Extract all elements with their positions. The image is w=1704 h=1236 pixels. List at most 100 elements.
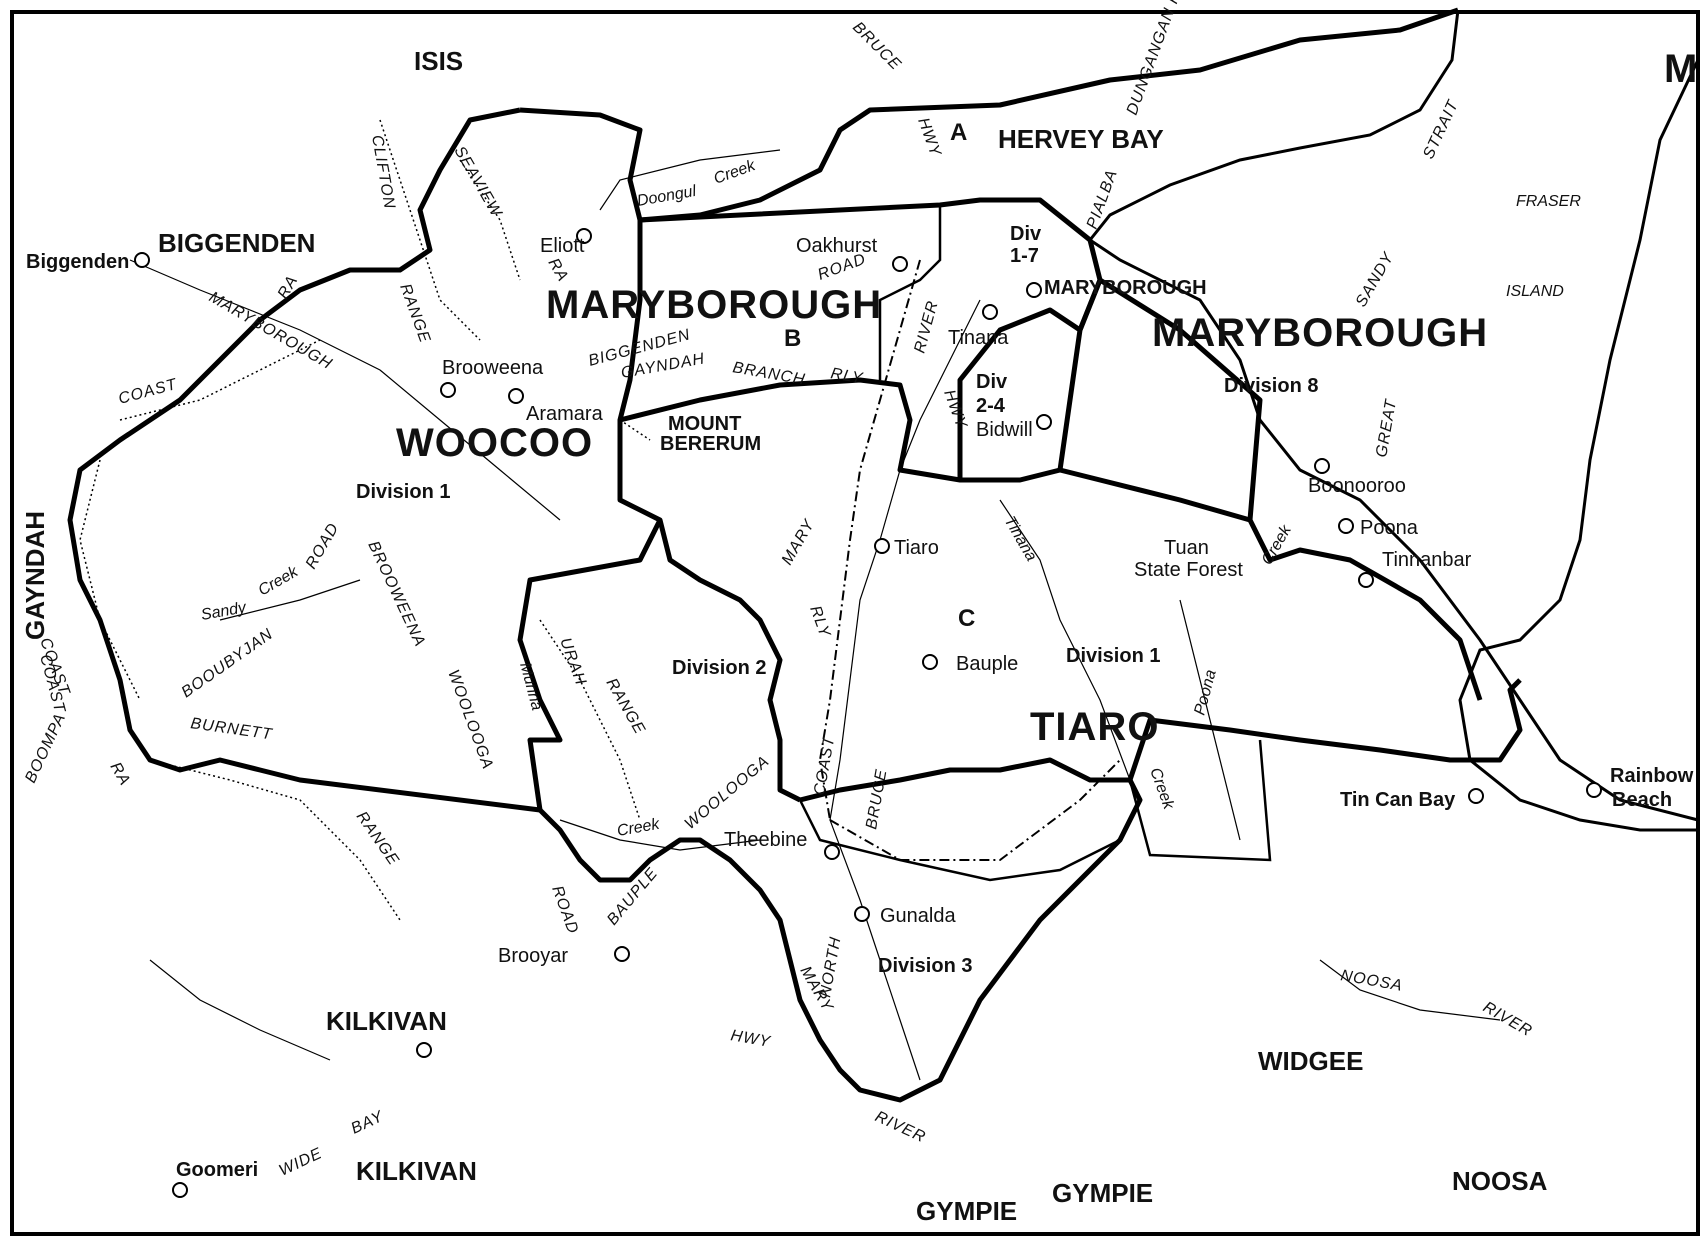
transport-routes (818, 259, 1121, 861)
feature-range-1: RANGE (396, 282, 433, 346)
town-label-poona: Poona (1360, 517, 1419, 539)
feature-hwy-b: HWY (940, 388, 970, 432)
town-marker-brooweena (440, 382, 456, 398)
town-marker-kilkivan (416, 1042, 432, 1058)
division-label-2: Division 2 (672, 657, 766, 679)
feature-poona-ck: Poona (1191, 668, 1219, 717)
feature-sandy-str: SANDY (1353, 249, 1398, 310)
division-label-tiaro-1: Division 1 (1066, 645, 1160, 667)
feature-rly-2: RLY (806, 604, 833, 641)
feature-boompa: BOOMPA (22, 710, 69, 785)
town-marker-maryborough (1026, 282, 1042, 298)
town-label-maryborough: MARYBOROUGH (1044, 277, 1207, 299)
town-label-tiaro: Tiaro (894, 537, 939, 559)
division-boundaries (798, 205, 1272, 882)
feature-range-2: RANGE (603, 676, 649, 738)
town-markers (134, 228, 1602, 1198)
town-marker-tin-can-bay (1468, 788, 1484, 804)
lga-label-hervey-bay: HERVEY BAY (998, 124, 1164, 154)
waterways (129, 149, 1501, 1081)
feature-tuan-a: Tuan (1164, 537, 1209, 559)
feature-river-1: RIVER (911, 299, 941, 355)
area-letter-b: B (784, 325, 801, 352)
town-marker-bidwill (1036, 414, 1052, 430)
division-label-3: Division 3 (878, 955, 972, 977)
town-label-tinana: Tinana (948, 327, 1009, 349)
town-marker-aramara (508, 388, 524, 404)
division-label-8: Division 8 (1224, 375, 1318, 397)
town-label-aramara: Aramara (526, 403, 604, 425)
town-label-boonooroo: Boonooroo (1308, 475, 1406, 497)
feature-creek-2: Creek (256, 563, 302, 600)
lga-label-biggenden: BIGGENDEN (158, 228, 315, 258)
feature-woolooga-1: WOOLOOGA (444, 668, 496, 772)
town-label-bauple: Bauple (956, 653, 1018, 675)
town-label-theebine: Theebine (724, 829, 807, 851)
town-marker-biggenden (134, 252, 150, 268)
feature-sandy-creek: Sandy (200, 599, 249, 624)
lga-label-noosa: NOOSA (1452, 1166, 1548, 1196)
feature-ra-3: RA (107, 760, 134, 789)
feature-burnett: BURNETT (189, 715, 273, 743)
lga-label-maryborough-east: MARYBOROUGH (1152, 311, 1488, 355)
lga-label-maryborough-west: MARYBOROUGH (546, 283, 882, 327)
lga-label-widgee: WIDGEE (1258, 1046, 1363, 1076)
feature-bruce-2: BRUCE (863, 768, 890, 831)
area-letter-c: C (958, 605, 975, 632)
fraser-island-coast (1458, 59, 1700, 832)
feature-coast-3: COAST (811, 734, 838, 796)
feature-wide: WIDE (277, 1145, 326, 1180)
feature-coast-1: COAST (117, 376, 180, 408)
feature-creek-3: Creek (616, 816, 662, 840)
mountain-ranges (79, 119, 651, 921)
town-marker-goomeri (172, 1182, 188, 1198)
town-label-oakhurst: Oakhurst (796, 235, 878, 257)
town-marker-tinana (982, 304, 998, 320)
town-label-rainbow-a: Rainbow (1610, 765, 1694, 787)
town-label-brooweena: Brooweena (442, 357, 544, 379)
feature-bay: BAY (349, 1108, 387, 1138)
lga-label-kilkivan-1: KILKIVAN (326, 1006, 447, 1036)
town-label-brooyar: Brooyar (498, 945, 568, 967)
feature-woolooga-2: WOOLOOGA (682, 753, 773, 833)
town-label-bidwill: Bidwill (976, 419, 1033, 441)
feature-ra-1: RA (545, 256, 572, 285)
division-label-woocoo-1: Division 1 (356, 481, 450, 503)
feature-strait: STRAIT (1420, 97, 1462, 161)
feature-ra-2: RA (275, 273, 302, 302)
feature-great: GREAT (1373, 397, 1400, 458)
town-label-biggenden: Biggenden (26, 251, 129, 273)
feature-noosa-r: NOOSA (1339, 967, 1404, 995)
feature-branch: BRANCH (731, 359, 806, 389)
lga-label-kilkivan-2: KILKIVAN (356, 1156, 477, 1186)
town-label-tinnanbar: Tinnanbar (1382, 549, 1472, 571)
town-marker-gunalda (854, 906, 870, 922)
feature-island: ISLAND (1506, 283, 1564, 300)
feature-clifton: CLIFTON (368, 134, 398, 211)
feature-tinana-ck: Tinana (1001, 514, 1040, 565)
feature-bruce: BRUCE (849, 19, 904, 74)
town-label-gunalda: Gunalda (880, 905, 956, 927)
town-marker-oakhurst (892, 256, 908, 272)
feature-fraser: FRASER (1516, 193, 1581, 210)
coastline (1087, 9, 1699, 822)
feature-seaview: SEAVIEW (451, 144, 506, 222)
feature-boobyjan: BOOUBYJAN (179, 626, 277, 702)
town-marker-rainbow-beach (1586, 782, 1602, 798)
town-label-tin-can-bay: Tin Can Bay (1340, 789, 1456, 811)
feature-hwy-a: HWY (914, 116, 944, 160)
town-marker-tiaro (874, 538, 890, 554)
feature-creek-1: Creek (712, 157, 759, 188)
feature-creek-5: Creek (1146, 766, 1177, 813)
feature-road-2: ROAD (303, 520, 343, 572)
feature-doongul: Doongul (636, 183, 698, 210)
lga-label-woocoo: WOOCOO (396, 421, 593, 465)
feature-mary-1: MARY (779, 516, 819, 568)
town-label-rainbow-b: Beach (1612, 789, 1672, 811)
feature-tuan-b: State Forest (1134, 559, 1243, 581)
town-marker-tinnanbar (1358, 572, 1374, 588)
area-letter-a: A (950, 119, 967, 146)
lga-label-gympie-shire: GYMPIE (1052, 1178, 1153, 1208)
division-label-24-b: 2-4 (976, 395, 1006, 417)
lga-boundaries (67, 7, 1523, 1103)
